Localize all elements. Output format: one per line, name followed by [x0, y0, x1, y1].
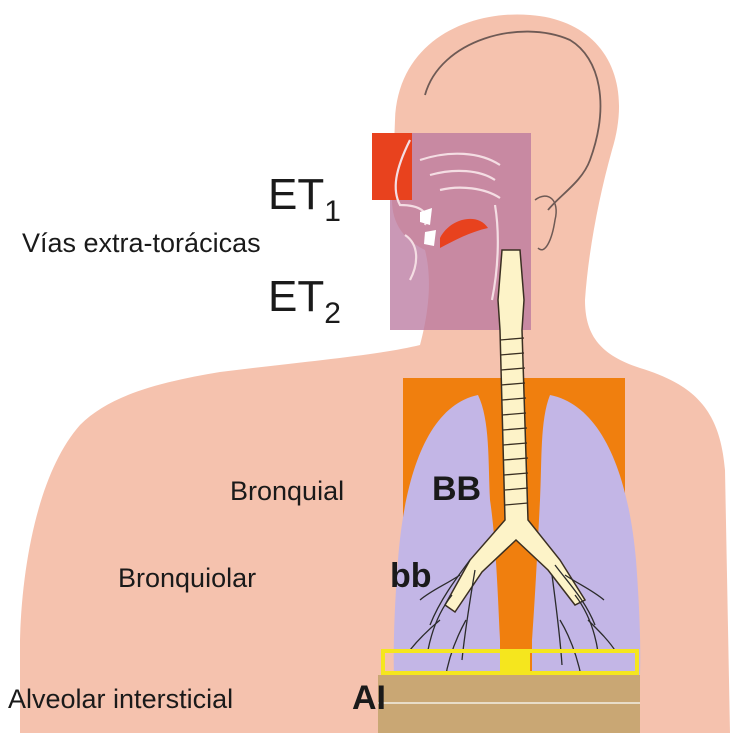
- bronchial-label: Bronquial: [230, 476, 344, 507]
- et1-subscript: 1: [324, 195, 341, 228]
- alveolar-code: AI: [352, 679, 386, 718]
- et1-region: [372, 133, 412, 200]
- et2-subscript: 2: [324, 297, 341, 330]
- bronchiolar-label: Bronquiolar: [118, 563, 256, 594]
- et2-label: ET2: [268, 272, 341, 331]
- bronchiolar-code: bb: [390, 557, 432, 596]
- et1-main: ET: [268, 170, 324, 219]
- yellow-band-center: [500, 653, 530, 672]
- extrathoracic-label: Vías extra-torácicas: [22, 228, 261, 259]
- teeth-lower: [424, 230, 436, 246]
- alveolar-label: Alveolar intersticial: [8, 684, 233, 715]
- bronchial-code: BB: [432, 470, 481, 509]
- et1-label: ET1: [268, 170, 341, 229]
- et2-main: ET: [268, 272, 324, 321]
